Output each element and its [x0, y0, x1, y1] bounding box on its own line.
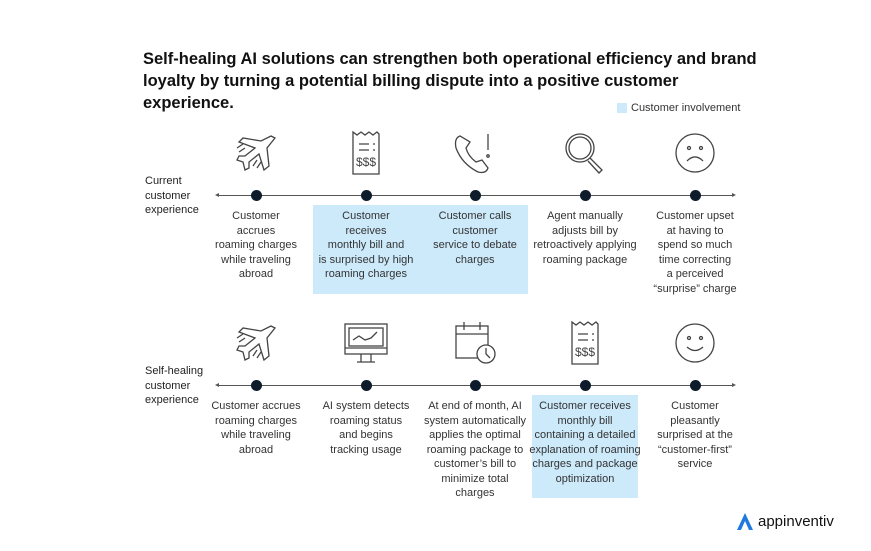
- happy-face-icon: [670, 318, 720, 368]
- legend-label: Customer involvement: [631, 102, 741, 114]
- step-text-line: At end of month, AI: [428, 400, 522, 412]
- timeline-dot: [469, 189, 481, 201]
- step-text-line: spend so much: [657, 239, 733, 251]
- step-description: Customer pleasantly surprised at the “custo…: [635, 399, 755, 472]
- step-text-line: roaming package to: [426, 443, 524, 456]
- receipt-dollar-icon: $$$: [560, 318, 610, 368]
- step-text-line: roaming charges: [325, 268, 407, 280]
- step-text-line: minimize total: [441, 472, 509, 485]
- row-label-line: Current: [145, 175, 182, 187]
- step-text-line: “surprise” charge: [653, 282, 737, 295]
- timeline-dot: [579, 379, 591, 391]
- step-text-line: monthly bill: [557, 414, 613, 427]
- step-text-line: time correcting: [658, 253, 732, 266]
- step-text-line: service to debate: [433, 239, 517, 251]
- step-text-line: service: [677, 458, 713, 470]
- step-text-line: optimization: [555, 472, 615, 485]
- svg-text:$$$: $$$: [575, 345, 595, 359]
- step-text-line: AI system detects: [322, 400, 410, 412]
- step-text-line: Customer: [671, 400, 719, 412]
- step-text-line: while traveling: [221, 253, 291, 266]
- step-text-line: a perceived: [666, 268, 724, 280]
- logo-icon: [737, 513, 753, 530]
- timeline-dot: [360, 189, 372, 201]
- step-text-line: surprised at the: [657, 429, 733, 441]
- step-text-line: Agent manually: [547, 210, 623, 222]
- step-description: Customer accrues roaming charges while tra…: [196, 399, 316, 457]
- step-text-line: Customer: [342, 210, 390, 222]
- step-text-line: roaming charges: [215, 414, 297, 427]
- step-text-line: Customer accrues: [211, 400, 301, 412]
- step-text-line: tracking usage: [330, 443, 402, 456]
- step-text-line: roaming charges: [215, 239, 297, 251]
- timeline-dot: [469, 379, 481, 391]
- step-description: Customer upset at having to spend so much t…: [635, 209, 755, 296]
- timeline-dot: [689, 189, 701, 201]
- step-text-line: abroad: [238, 268, 274, 280]
- step-text-line: applies the optimal: [429, 429, 521, 441]
- step-text-line: pleasantly: [670, 414, 720, 427]
- timeline-dot: [579, 189, 591, 201]
- step-text-line: and begins: [339, 429, 393, 441]
- monitor-chart-icon: [341, 318, 391, 368]
- magnifier-icon: [560, 128, 610, 178]
- step-text-line: system automatically: [423, 414, 527, 427]
- row-label-line: customer: [145, 189, 191, 202]
- calendar-clock-icon: [450, 318, 500, 368]
- step-text-line: charges and package: [532, 458, 638, 470]
- step-description: Customer receives monthly bill and is surpr…: [306, 209, 426, 282]
- step-text-line: adjusts bill by: [551, 224, 619, 237]
- step-text-line: retroactively applying: [533, 239, 637, 251]
- timeline-dot: [689, 379, 701, 391]
- step-text-line: abroad: [238, 443, 274, 456]
- timeline-dot: [250, 189, 262, 201]
- step-text-line: “customer-first”: [658, 443, 732, 456]
- step-description: Customer receives monthly bill containing …: [525, 399, 645, 486]
- logo-text: appinventiv: [758, 512, 834, 530]
- airplane-icon: [231, 318, 281, 368]
- timeline-dot: [360, 379, 372, 391]
- airplane-icon: [231, 128, 281, 178]
- row-label-line: experience: [145, 394, 199, 406]
- step-description: At end of month, AI system automatically a…: [415, 399, 535, 501]
- infographic-title: Self-healing AI solutions can strengthen…: [143, 50, 757, 112]
- step-text-line: Customer receives: [539, 400, 631, 412]
- timeline-dot: [250, 379, 262, 391]
- step-text-line: Customer calls: [438, 210, 512, 222]
- brand-logo: appinventiv: [735, 511, 834, 531]
- row-label-line: Self-healing: [145, 365, 204, 377]
- step-text-line: receives: [345, 224, 387, 237]
- step-description: Customer accrues roaming charges while trav…: [196, 209, 316, 282]
- step-text-line: accrues: [236, 224, 276, 237]
- customer-involvement-highlight: [313, 205, 528, 294]
- step-text-line: explanation of roaming: [529, 443, 641, 456]
- legend: Customer involvement: [617, 102, 740, 114]
- step-text-line: is surprised by high: [318, 253, 414, 266]
- step-text-line: at having to: [666, 224, 724, 237]
- step-description: AI system detects roaming status and begin…: [306, 399, 426, 457]
- step-text-line: roaming status: [329, 414, 403, 427]
- step-text-line: customer: [452, 224, 498, 237]
- step-text-line: Customer: [232, 210, 280, 222]
- phone-alert-icon: [450, 128, 500, 178]
- customer-involvement-highlight: [532, 395, 638, 498]
- row-label-line: experience: [145, 204, 199, 216]
- row-label-line: customer: [145, 379, 191, 392]
- legend-swatch: [617, 103, 627, 113]
- svg-text:$$$: $$$: [356, 155, 376, 169]
- step-text-line: monthly bill and: [327, 239, 405, 251]
- step-text-line: roaming package: [542, 253, 628, 266]
- step-text-line: while traveling: [221, 429, 291, 441]
- step-text-line: charges: [455, 253, 495, 266]
- step-description: Agent manually adjusts bill by retroactive…: [525, 209, 645, 267]
- step-text-line: Customer upset: [656, 210, 734, 222]
- step-text-line: charges: [455, 487, 495, 499]
- step-text-line: containing a detailed: [534, 429, 636, 441]
- receipt-dollar-icon: $$$: [341, 128, 391, 178]
- step-text-line: customer’s bill to: [433, 458, 517, 470]
- row-label: Self-healing customer experience: [145, 364, 203, 408]
- row-label: Current customer experience: [145, 174, 199, 218]
- step-description: Customer calls customer service to debate c…: [415, 209, 535, 267]
- sad-face-icon: [670, 128, 720, 178]
